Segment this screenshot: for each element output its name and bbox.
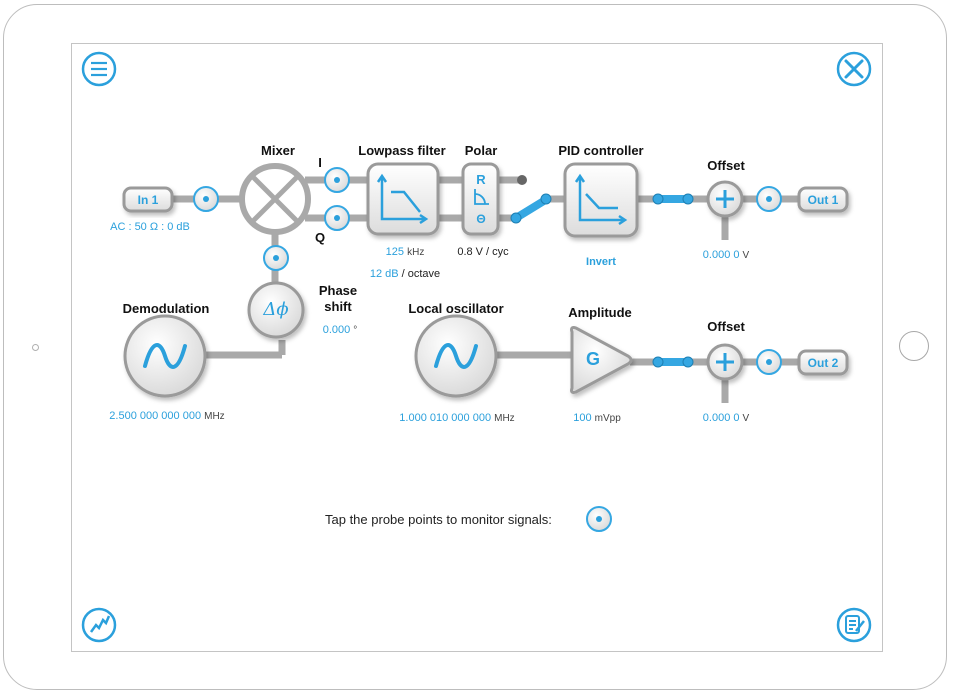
probe-point-legend bbox=[586, 506, 612, 532]
sine-wave-icon bbox=[143, 343, 187, 369]
in1-config[interactable]: AC : 50 Ω : 0 dB bbox=[110, 221, 190, 233]
amplitude-gain-symbol: G bbox=[585, 349, 601, 369]
offset2-value[interactable]: 0.000 0 V bbox=[703, 412, 749, 424]
cutoff-value: 125 bbox=[385, 246, 405, 258]
probe-point-q[interactable] bbox=[324, 205, 350, 231]
mixer-block[interactable] bbox=[239, 163, 311, 235]
probe-point-i[interactable] bbox=[324, 167, 350, 193]
local-oscillator-title: Local oscillator bbox=[408, 301, 504, 316]
amplitude-unit: mVpp bbox=[594, 413, 621, 424]
menu-icon bbox=[91, 61, 107, 77]
amplitude-gain-block[interactable] bbox=[570, 326, 633, 394]
amplitude-number: 100 bbox=[573, 412, 592, 424]
phase-shift-title-1: Phase bbox=[318, 283, 358, 298]
phase-number: 0.000 bbox=[322, 324, 351, 336]
demodulation-frequency[interactable]: 2.500 000 000 000 MHz bbox=[109, 410, 224, 422]
phase-shift-title-2: shift bbox=[324, 299, 352, 314]
notes-edit-icon bbox=[845, 615, 865, 634]
chart-line-icon bbox=[89, 615, 111, 633]
wrench-screwdriver-icon bbox=[844, 59, 864, 79]
demod-unit: MHz bbox=[204, 411, 225, 422]
mixer-q-label: Q bbox=[314, 230, 326, 245]
plot-button[interactable] bbox=[81, 607, 117, 643]
front-camera bbox=[32, 344, 39, 351]
polar-title: Polar bbox=[464, 143, 498, 158]
active-signal-path bbox=[510, 175, 694, 368]
offset1-title: Offset bbox=[707, 158, 745, 173]
probe-hint-text: Tap the probe points to monitor signals: bbox=[325, 512, 552, 527]
in1-label: In 1 bbox=[137, 193, 159, 207]
out1-button[interactable] bbox=[797, 186, 849, 213]
offset2-title: Offset bbox=[707, 319, 745, 334]
offset2-number: 0.000 0 bbox=[702, 412, 740, 424]
probe-point-out2[interactable] bbox=[756, 349, 782, 375]
mixer-title: Mixer bbox=[261, 143, 295, 158]
probe-points bbox=[193, 167, 782, 532]
slope-value: 12 dB bbox=[369, 268, 399, 280]
polar-r-label: R bbox=[476, 172, 486, 187]
offset1-value[interactable]: 0.000 0 V bbox=[703, 249, 749, 261]
out2-button[interactable] bbox=[797, 349, 849, 376]
local-oscillator-frequency[interactable]: 1.000 010 000 000 MHz bbox=[399, 412, 514, 424]
pid-controller-block[interactable] bbox=[563, 162, 639, 238]
lowpass-cutoff[interactable]: 125 kHz bbox=[386, 246, 425, 258]
lowpass-filter-block[interactable] bbox=[366, 162, 440, 236]
amplitude-title: Amplitude bbox=[568, 305, 632, 320]
lowpass-filter-icon bbox=[376, 173, 429, 225]
out2-label: Out 2 bbox=[807, 356, 839, 370]
sine-wave-icon bbox=[434, 343, 478, 369]
polar-block[interactable] bbox=[461, 162, 500, 236]
offset2-unit: V bbox=[742, 413, 750, 424]
probe-point-in1[interactable] bbox=[193, 186, 219, 212]
plus-icon bbox=[716, 353, 734, 371]
polar-angle-icon bbox=[474, 189, 489, 205]
phase-unit: ° bbox=[353, 325, 358, 336]
demodulation-title: Demodulation bbox=[122, 301, 210, 316]
probe-point-out1[interactable] bbox=[756, 186, 782, 212]
cutoff-unit: kHz bbox=[407, 247, 425, 258]
menu-button[interactable] bbox=[81, 51, 117, 87]
tools-button[interactable] bbox=[836, 51, 872, 87]
offset1-unit: V bbox=[742, 250, 750, 261]
pid-title: PID controller bbox=[558, 143, 644, 158]
mixer-i-label: I bbox=[318, 155, 322, 170]
probe-point-demod[interactable] bbox=[263, 245, 289, 271]
offset1-number: 0.000 0 bbox=[702, 249, 740, 261]
pid-response-icon bbox=[574, 173, 628, 226]
in1-button[interactable] bbox=[122, 186, 174, 213]
amplitude-value[interactable]: 100 mVpp bbox=[573, 412, 621, 424]
out1-label: Out 1 bbox=[807, 193, 839, 207]
pid-mode[interactable]: Invert bbox=[586, 256, 616, 268]
plus-icon bbox=[716, 190, 734, 208]
polar-scale[interactable]: 0.8 V / cyc bbox=[457, 246, 509, 258]
demod-number: 2.500 000 000 000 bbox=[109, 410, 202, 422]
phase-shift-symbol: Δϕ bbox=[263, 299, 289, 320]
lo-unit: MHz bbox=[494, 413, 515, 424]
polar-theta-label: Θ bbox=[476, 212, 486, 226]
lowpass-title: Lowpass filter bbox=[358, 143, 446, 158]
slope-unit: / octave bbox=[401, 268, 441, 280]
notes-button[interactable] bbox=[836, 607, 872, 643]
phase-shift-block[interactable] bbox=[247, 281, 305, 339]
lo-number: 1.000 010 000 000 bbox=[399, 412, 492, 424]
lowpass-slope[interactable]: 12 dB / octave bbox=[370, 268, 440, 280]
phase-shift-value[interactable]: 0.000 ° bbox=[323, 324, 358, 336]
home-button[interactable] bbox=[899, 331, 929, 361]
